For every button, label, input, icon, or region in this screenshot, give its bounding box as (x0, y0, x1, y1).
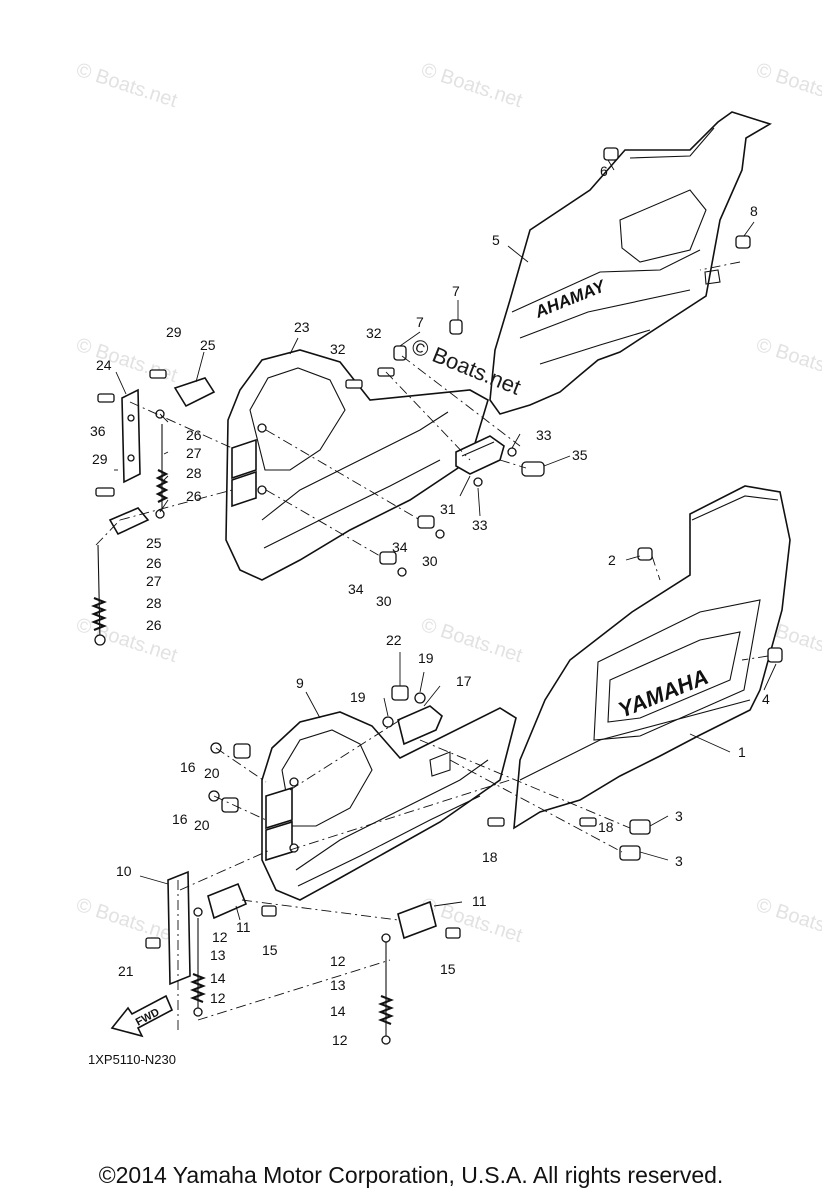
callout-label: 31 (440, 501, 456, 517)
callout-label: 6 (600, 163, 608, 179)
leader-lines (114, 159, 777, 921)
lower-hinge-hardware (145, 870, 461, 1045)
watermark: © Boats.net (753, 59, 822, 112)
callout-label: 26 (186, 427, 202, 443)
callout-label: 28 (186, 465, 202, 481)
callout-label: 16 (172, 811, 188, 827)
callout-label: 14 (210, 970, 226, 986)
watermark: © Boats.net (73, 614, 180, 667)
callout-label: 26 (186, 488, 202, 504)
callout-label: 21 (118, 963, 134, 979)
lower-side-panel: YAMAHA (513, 485, 791, 830)
callout-label: 13 (210, 947, 226, 963)
callout-label: 25 (200, 337, 216, 353)
callout-label: 13 (330, 977, 346, 993)
lower-latch-assembly (208, 147, 783, 861)
alignment-lines (95, 261, 769, 1030)
callout-label: 11 (472, 893, 487, 909)
copyright-notice: ©2014 Yamaha Motor Corporation, U.S.A. A… (98, 1162, 724, 1188)
watermark: © Boats.net (73, 894, 180, 947)
callout-label: 8 (750, 203, 758, 219)
callout-label: 35 (572, 447, 588, 463)
callout-label: 36 (90, 423, 106, 439)
callout-label: 30 (376, 593, 392, 609)
callout-label: 22 (386, 632, 402, 648)
callout-label: 15 (440, 961, 456, 977)
callout-label: 3 (675, 808, 683, 824)
callout-label: 27 (186, 445, 202, 461)
callout-label: 27 (146, 573, 162, 589)
callout-label: 32 (330, 341, 346, 357)
callout-label: 18 (598, 819, 614, 835)
callout-label: 25 (146, 535, 162, 551)
callout-label: 17 (456, 673, 472, 689)
callout-label: 2 (608, 552, 616, 568)
callout-label: 33 (536, 427, 552, 443)
callout-label: 12 (330, 953, 346, 969)
callout-label: 19 (350, 689, 366, 705)
callout-label: 23 (294, 319, 310, 335)
upper-side-panel: AHAMAY (489, 111, 772, 415)
fwd-label: FWD (134, 1006, 162, 1028)
callout-label: 20 (204, 765, 220, 781)
upper-door (225, 349, 489, 581)
callout-label: 16 (180, 759, 196, 775)
watermark: © Boats.net (73, 334, 180, 387)
upper-hinge-hardware (91, 369, 216, 646)
watermark: © Boats.net (418, 59, 525, 112)
callout-label: 19 (418, 650, 434, 666)
watermark: © Boats.net (73, 59, 180, 112)
callout-label: 1 (738, 744, 746, 760)
drawing-code: 1XP5110-N230 (88, 1052, 176, 1067)
fwd-direction-arrow: FWD (110, 994, 174, 1038)
callout-label: 18 (482, 849, 498, 865)
callout-label: 34 (348, 581, 364, 597)
callout-labels: 1 2 3 3 4 5 6 7 7 8 9 10 11 11 12 12 12 … (90, 163, 770, 1048)
callout-label: 4 (762, 691, 770, 707)
callout-label: 26 (146, 617, 162, 633)
callout-label: 7 (452, 283, 460, 299)
callout-label: 20 (194, 817, 210, 833)
callout-label: 30 (422, 553, 438, 569)
callout-label: 12 (332, 1032, 348, 1048)
callout-label: 29 (92, 451, 108, 467)
callout-label: 24 (96, 357, 112, 373)
callout-label: 26 (146, 555, 162, 571)
callout-label: 5 (492, 232, 500, 248)
watermark: © Boats.net (418, 614, 525, 667)
callout-label: 34 (392, 539, 408, 555)
callout-label: 29 (166, 324, 182, 340)
callout-label: 33 (472, 517, 488, 533)
watermark: © Boats.net (753, 334, 822, 387)
callout-label: 12 (210, 990, 226, 1006)
callout-label: 11 (236, 919, 251, 935)
watermark: © Boats.net (753, 894, 822, 947)
callout-label: 14 (330, 1003, 346, 1019)
callout-label: 32 (366, 325, 382, 341)
callout-label: 9 (296, 675, 304, 691)
callout-label: 10 (116, 863, 132, 879)
callout-label: 3 (675, 853, 683, 869)
callout-label: 15 (262, 942, 278, 958)
callout-label: 7 (416, 314, 424, 330)
callout-label: 12 (212, 929, 228, 945)
callout-label: 28 (146, 595, 162, 611)
lower-door (261, 707, 517, 901)
